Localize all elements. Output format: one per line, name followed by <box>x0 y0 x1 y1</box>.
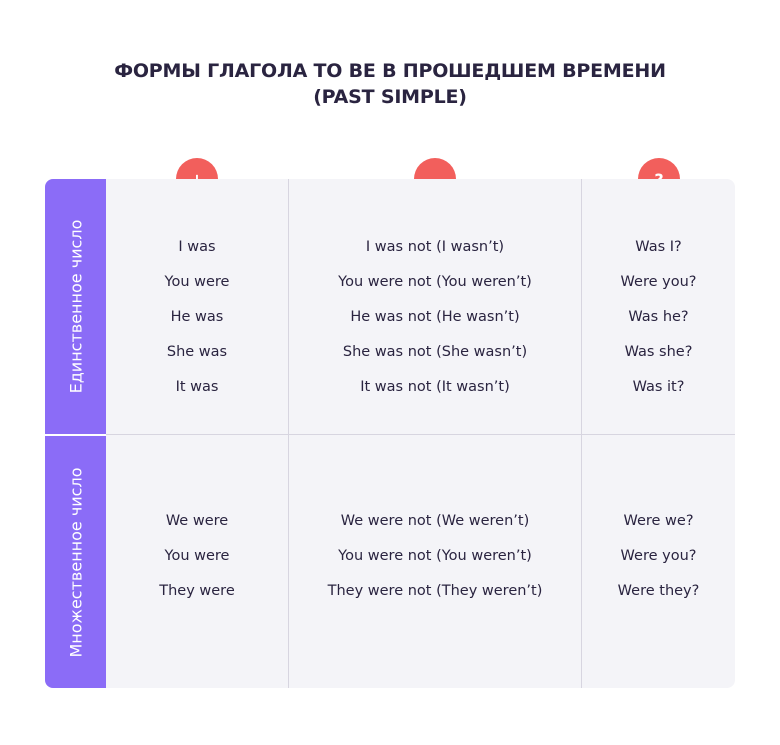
list-item: You were not (You weren’t) <box>338 548 532 564</box>
cell-singular-negative: I was not (I wasn’t) You were not (You w… <box>289 230 581 405</box>
list-item: You were <box>164 274 230 290</box>
list-item: He was not (He wasn’t) <box>350 309 520 325</box>
list-item: Were they? <box>617 583 700 599</box>
list-item: Was she? <box>624 344 693 360</box>
list-item: Were you? <box>620 548 697 564</box>
list-item: Was it? <box>632 379 685 395</box>
cell-singular-question: Was I? Were you? Was he? Was she? Was it… <box>582 230 735 405</box>
list-item: They were not (They weren’t) <box>327 583 543 599</box>
list-item: I was <box>178 239 216 255</box>
list-item: It was <box>175 379 219 395</box>
cell-plural-positive: We were You were They were <box>106 504 288 609</box>
title-line-1: ФОРМЫ ГЛАГОЛА TO BE В ПРОШЕДШЕМ ВРЕМЕНИ <box>114 60 666 82</box>
cell-plural-negative: We were not (We weren’t) You were not (Y… <box>289 504 581 609</box>
column-divider <box>581 179 582 688</box>
side-bar: Единственное число Множественное число <box>45 179 106 688</box>
side-divider <box>45 434 106 436</box>
cell-plural-question: Were we? Were you? Were they? <box>582 504 735 609</box>
grammar-table: Единственное число Множественное число I… <box>45 179 735 688</box>
list-item: You were not (You weren’t) <box>338 274 532 290</box>
column-divider <box>288 179 289 688</box>
list-item: Were you? <box>620 274 697 290</box>
list-item: Were we? <box>623 513 694 529</box>
list-item: She was not (She wasn’t) <box>342 344 528 360</box>
list-item: She was <box>166 344 228 360</box>
list-item: It was not (It wasn’t) <box>360 379 510 395</box>
list-item: I was not (I wasn’t) <box>365 239 505 255</box>
list-item: We were <box>165 513 229 529</box>
row-divider <box>106 434 735 435</box>
row-label-singular: Единственное число <box>66 219 86 394</box>
list-item: We were not (We weren’t) <box>340 513 530 529</box>
list-item: Was I? <box>635 239 682 255</box>
row-label-plural: Множественное число <box>66 466 86 658</box>
page-title: ФОРМЫ ГЛАГОЛА TO BE В ПРОШЕДШЕМ ВРЕМЕНИ … <box>0 58 780 110</box>
list-item: He was <box>170 309 224 325</box>
list-item: They were <box>159 583 235 599</box>
list-item: You were <box>164 548 230 564</box>
cell-singular-positive: I was You were He was She was It was <box>106 230 288 405</box>
list-item: Was he? <box>628 309 689 325</box>
title-line-2: (PAST SIMPLE) <box>313 86 467 108</box>
